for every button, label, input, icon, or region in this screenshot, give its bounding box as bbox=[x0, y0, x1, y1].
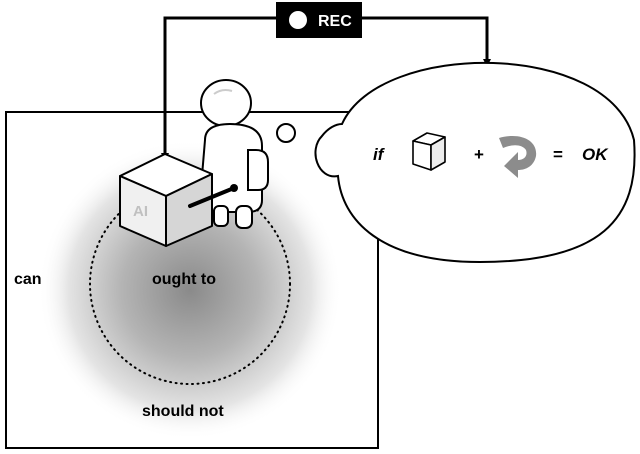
thought-bubble bbox=[314, 61, 636, 264]
rec-indicator: REC bbox=[276, 2, 362, 38]
robot-leg-right bbox=[235, 205, 253, 229]
should-not-label: should not bbox=[142, 403, 224, 420]
can-label: can bbox=[14, 271, 42, 288]
robot-head bbox=[200, 79, 252, 127]
rec-line-left bbox=[161, 16, 276, 161]
ought-to-boundary bbox=[89, 183, 291, 385]
rec-label: REC bbox=[318, 13, 352, 30]
cube-icon bbox=[412, 132, 446, 171]
ai-cube-label: AI bbox=[133, 203, 148, 220]
equals-sign: = bbox=[553, 145, 563, 164]
rec-line-right bbox=[362, 16, 491, 67]
if-label: if bbox=[373, 145, 386, 164]
plus-sign: + bbox=[474, 145, 484, 164]
ok-label: OK bbox=[582, 145, 609, 164]
ai-cube: AI bbox=[119, 153, 213, 247]
robot-handle bbox=[188, 186, 236, 208]
curved-return-arrow-icon bbox=[499, 136, 537, 178]
ought-to-field bbox=[38, 140, 342, 440]
cube-side-face bbox=[165, 173, 213, 247]
thought-bubble-dot bbox=[276, 123, 296, 143]
ought-to-label: ought to bbox=[152, 271, 216, 288]
record-dot-icon bbox=[289, 11, 307, 29]
robot-arm bbox=[247, 149, 269, 191]
robot-hand bbox=[230, 184, 238, 192]
robot-leg-left bbox=[213, 205, 229, 227]
robot-figure bbox=[198, 79, 269, 229]
